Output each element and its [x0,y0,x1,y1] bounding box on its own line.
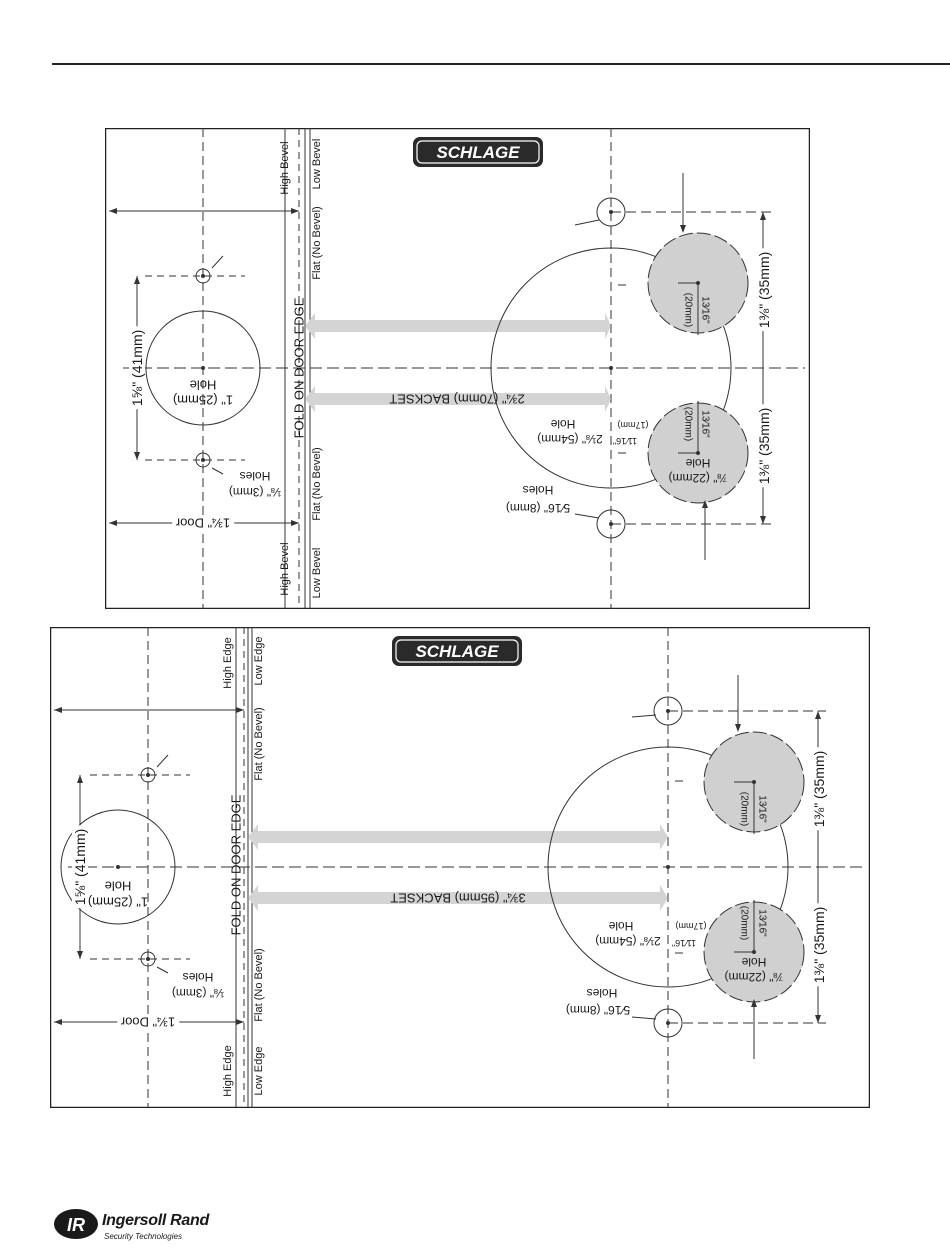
label-flat-bottom: Flat (No Bevel) [311,447,323,521]
label-low-edge-bottom: Low Edge [253,1046,265,1096]
label-bore-a: 2⅛" (54mm) [595,934,661,948]
label-sub-20-top-b: (20mm) [682,292,694,328]
label-high-bevel-bottom: High Bevel [279,542,291,596]
ingersoll-rand-logo: IR Ingersoll Rand Security Technologies [52,1204,252,1248]
schlage-logo-text: SCHLAGE [415,642,499,661]
label-door: 1¾" Door [116,1014,180,1030]
label-sub-20-bottom-a: 13⁄16" [756,909,768,937]
label-high-edge-top: High Edge [222,637,234,689]
label-flat-top: Flat (No Bevel) [311,206,323,280]
label-hole-78-a: ⅞" (22mm) [724,970,784,984]
template-3-3-4-backset: SCHLAGE High Edge [49,626,871,1109]
label-dim-35-top: 1⅜" (35mm) [811,747,827,831]
label-mid-holes-b: Holes [586,986,618,1000]
label-sub-20-bottom-a: 13⁄16" [699,410,711,438]
label-bore-b: Hole [550,417,576,431]
label-small-holes-b: Holes [182,970,214,984]
label-sub-20-bottom-b: (20mm) [682,406,694,442]
label-dim-35-top: 1⅜" (35mm) [756,248,772,332]
label-spacing-41: 1⅝" (41mm) [129,326,145,410]
label-sub-20-top-a: 13⁄16" [756,795,768,823]
label-mid-holes-b: Holes [522,483,554,497]
division-name: Security Technologies [104,1232,182,1241]
label-backset: 3¾" (95mm) BACKSET [390,890,526,906]
header-rule [52,63,950,65]
template-2-3-4-backset: SCHLAGE [104,127,811,610]
label-bore-b: Hole [608,919,634,933]
template-drawing: SCHLAGE [49,626,871,1109]
label-hole-78-a: ⅞" (22mm) [668,471,728,485]
label-hole-1in-a: 1" (25mm) [87,894,149,910]
label-hole-78-b: Hole [685,456,711,470]
label-door: 1¾" Door [171,515,235,531]
label-flat-bottom: Flat (No Bevel) [253,948,265,1022]
label-mid-holes-a: 5⁄16" (8mm) [505,501,571,515]
label-high-bevel-top: High Bevel [279,141,291,195]
label-bore-offset-mm: (17mm) [675,921,707,931]
template-drawing: SCHLAGE [104,127,811,610]
label-sub-20-bottom-b: (20mm) [738,905,750,941]
label-bore-offset: 11⁄16" [671,938,697,948]
label-bore-offset: 11⁄16" [612,436,638,446]
label-fold: FOLD ON DOOR EDGE [228,794,244,936]
label-dim-35-bottom: 1⅜" (35mm) [811,903,827,987]
label-hole-78-b: Hole [741,955,767,969]
label-low-bevel-bottom: Low Bevel [311,547,323,599]
label-low-bevel-top: Low Bevel [311,138,323,190]
label-high-edge-bottom: High Edge [222,1045,234,1097]
schlage-logo-text: SCHLAGE [436,143,520,162]
label-hole-1in-b: Hole [189,377,217,393]
label-small-holes-b: Holes [239,469,271,483]
label-bore-offset-mm: (17mm) [617,420,649,430]
schlage-logo: SCHLAGE [413,137,543,167]
label-small-holes-a: ⅛" (3mm) [171,986,225,1000]
ir-logo-icon: IR [54,1209,98,1239]
label-sub-20-top-b: (20mm) [738,791,750,827]
label-spacing-41: 1⅝" (41mm) [72,825,88,909]
ir-mark: IR [67,1215,85,1235]
company-name: Ingersoll Rand [102,1212,209,1229]
label-flat-top: Flat (No Bevel) [253,707,265,781]
label-mid-holes-a: 5⁄16" (8mm) [565,1003,631,1017]
label-hole-1in-b: Hole [104,878,132,894]
label-bore-a: 2⅛" (54mm) [537,432,603,446]
label-low-edge-top: Low Edge [253,636,265,686]
label-hole-1in-a: 1" (25mm) [172,392,234,408]
label-sub-20-top-a: 13⁄16" [699,296,711,324]
label-small-holes-a: ⅛" (3mm) [228,485,282,499]
label-backset: 2¾" (70mm) BACKSET [389,391,525,407]
label-fold: FOLD ON DOOR EDGE [291,297,307,439]
label-dim-35-bottom: 1⅜" (35mm) [756,404,772,488]
schlage-logo: SCHLAGE [392,636,522,666]
